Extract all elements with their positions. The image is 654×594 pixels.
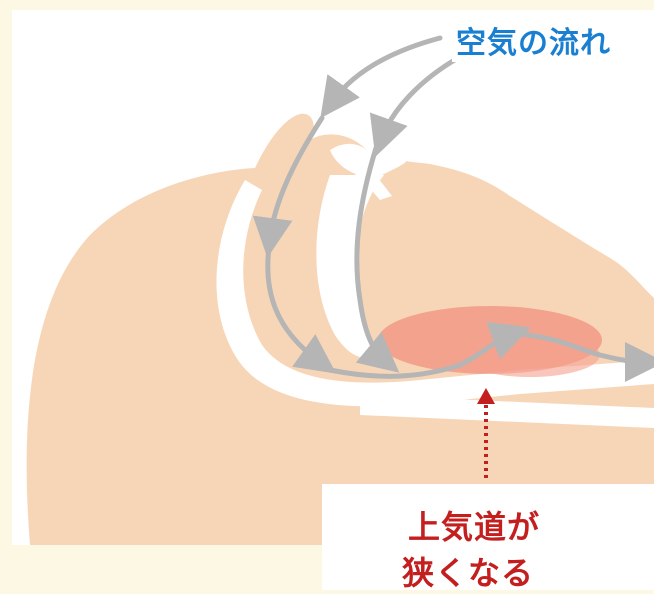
airway-narrowing-label-line1: 上気道が (408, 502, 540, 548)
airway-narrowing-label-line2: 狭くなる (402, 548, 534, 594)
airflow-label: 空気の流れ (452, 18, 615, 62)
